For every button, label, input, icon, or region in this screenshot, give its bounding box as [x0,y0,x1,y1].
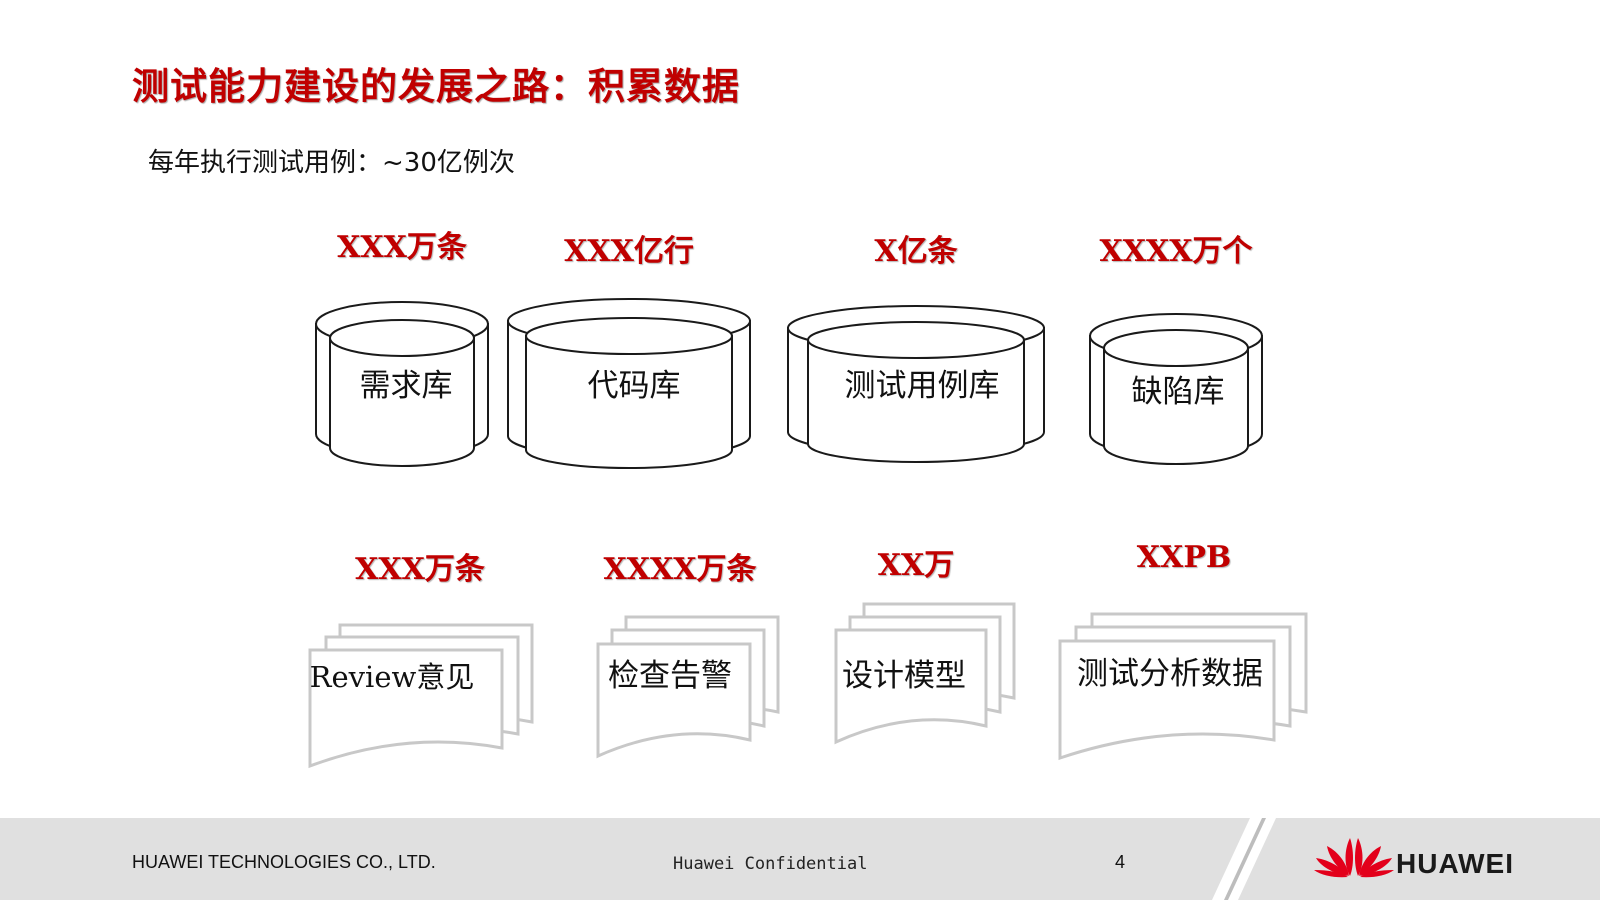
cylinder-label-code: 代码库 [587,368,681,404]
page-number: 4 [1115,852,1126,872]
metric-requirements: XXX万条 [337,230,467,265]
metric-review: XXX万条 [355,552,485,587]
document-label-review: Review意见 [309,660,475,694]
document-stack-analysis [1058,612,1308,761]
document-stack-alerts [596,615,780,759]
cylinder-requirements [315,301,489,467]
cylinder-label-requirements: 需求库 [359,368,453,404]
document-stack-review [308,623,534,769]
metric-code: XXX亿行 [564,234,694,269]
footer-confidential: Huawei Confidential [673,854,868,874]
metric-testcases: X亿条 [874,234,958,269]
metric-models: XX万 [877,548,955,583]
document-stack-models [834,602,1016,745]
metric-defects: XXXX万个 [1099,234,1253,269]
document-label-analysis: 测试分析数据 [1077,656,1263,692]
cylinder-label-testcases: 测试用例库 [844,368,1000,404]
metric-analysis: XXPB [1136,540,1232,575]
huawei-wordmark: HUAWEI [1396,848,1514,879]
huawei-logo-icon [1314,838,1394,878]
slide-title: 测试能力建设的发展之路：积累数据 [132,65,740,108]
metric-alerts: XXXX万条 [603,552,757,587]
document-label-alerts: 检查告警 [608,658,732,694]
footer-company: HUAWEI TECHNOLOGIES CO., LTD. [132,852,436,872]
document-label-models: 设计模型 [842,658,966,694]
slide-subtitle: 每年执行测试用例：~30亿例次 [148,148,515,178]
cylinder-code [507,298,751,469]
cylinder-testcases [787,305,1045,463]
cylinder-defects [1089,313,1263,465]
cylinder-label-defects: 缺陷库 [1131,374,1225,410]
